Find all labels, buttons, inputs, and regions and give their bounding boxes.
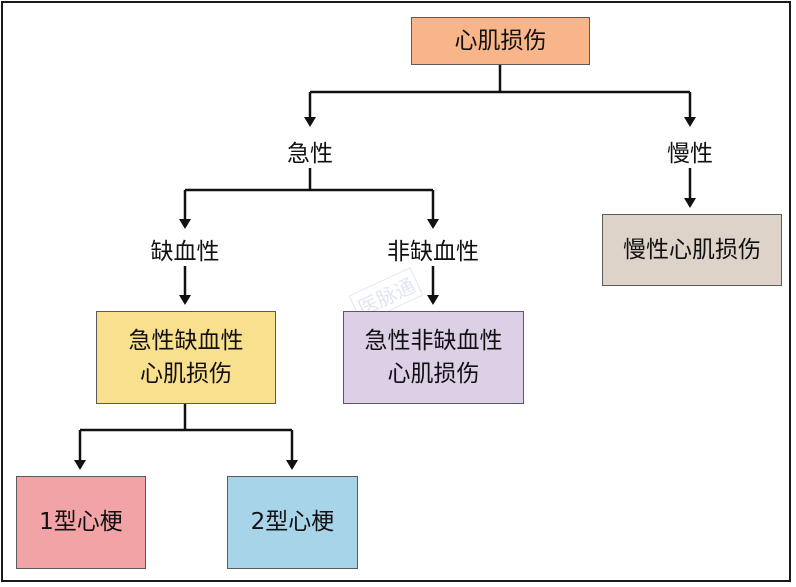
mi-type2-node: 2型心梗 [227,476,358,569]
acute-nonischemic-line1: 急性非缺血性 [364,328,503,355]
acute-label: 急性 [285,134,335,168]
acute-ischemic-line2: 心肌损伤 [140,360,232,387]
chronic-label: 慢性 [665,134,715,168]
mi-type1-label: 1型心梗 [39,509,123,536]
chronic-injury-node: 慢性心肌损伤 [602,214,782,286]
chronic-injury-label: 慢性心肌损伤 [623,236,761,263]
ischemic-label: 缺血性 [148,232,222,266]
root-node-label: 心肌损伤 [454,27,547,54]
root-node: 心肌损伤 [411,17,590,65]
acute-ischemic-line1: 急性缺血性 [128,328,244,355]
nonischemic-label: 非缺血性 [385,232,481,266]
acute-nonischemic-node: 急性非缺血性 心肌损伤 [343,311,524,404]
mi-type2-label: 2型心梗 [250,509,335,536]
mi-type1-node: 1型心梗 [16,476,146,569]
acute-ischemic-node: 急性缺血性 心肌损伤 [96,311,276,404]
acute-nonischemic-line2: 心肌损伤 [387,360,480,387]
